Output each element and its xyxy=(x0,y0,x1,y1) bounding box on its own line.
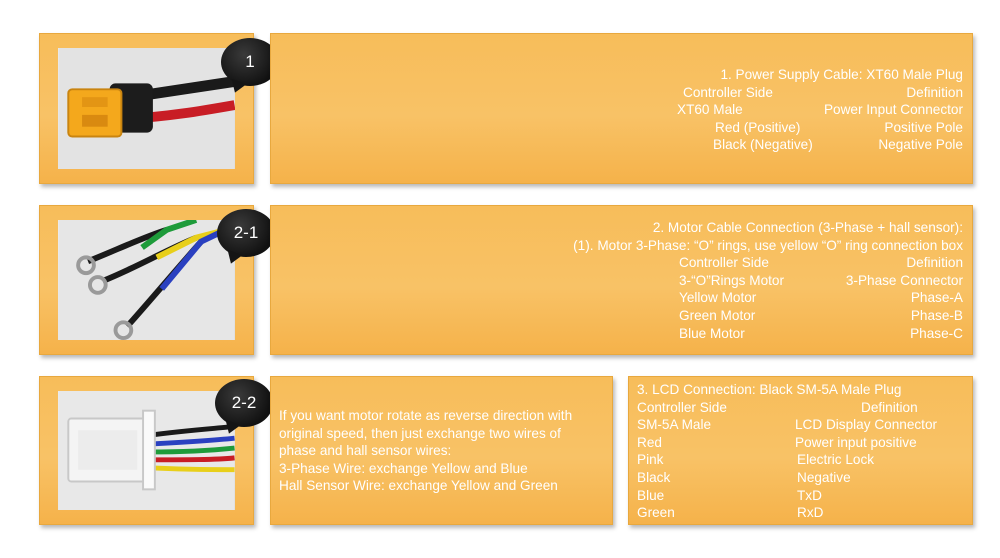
step-badge-2-2: 2-2 xyxy=(215,379,273,427)
table-row: Blue TxD xyxy=(637,487,937,505)
table-cell: RxD xyxy=(797,505,824,521)
table-row: Controller Side Definition xyxy=(677,84,963,102)
hall-connector-photo xyxy=(58,391,235,510)
table-cell: Controller Side xyxy=(683,84,773,100)
reverse-direction-note-panel: If you want motor rotate as reverse dire… xyxy=(270,376,613,525)
lcd-connection-panel: 3. LCD Connection: Black SM-5A Male Plug… xyxy=(628,376,973,525)
lcd-connection-title: 3. LCD Connection: Black SM-5A Male Plug xyxy=(637,382,902,397)
table-row: Controller Side Definition xyxy=(573,254,963,272)
table-cell: Negative Pole xyxy=(878,137,963,153)
note-line: If you want motor rotate as reverse dire… xyxy=(279,408,573,423)
table-row: Green Motor Phase-B xyxy=(573,307,963,325)
xt60-plug-illustration xyxy=(58,48,235,169)
step-badge-1: 1 xyxy=(221,38,279,86)
note-line: phase and hall sensor wires: xyxy=(279,443,452,459)
table-cell: Red xyxy=(637,434,662,450)
reverse-direction-note: If you want motor rotate as reverse dire… xyxy=(279,407,572,495)
table-cell: Green Motor xyxy=(679,307,756,323)
lcd-connection-table: 3. LCD Connection: Black SM-5A Male Plug… xyxy=(637,381,937,522)
table-row: Blue Motor Phase-C xyxy=(573,325,963,343)
table-row: XT60 Male Power Input Connector xyxy=(677,101,963,119)
table-cell: XT60 Male xyxy=(677,102,743,118)
power-supply-title: 1. Power Supply Cable: XT60 Male Plug xyxy=(720,67,963,82)
table-cell: Definition xyxy=(906,84,963,100)
photo-panel-motor-rings: 2-1 xyxy=(39,205,275,355)
table-cell: 3-Phase Connector xyxy=(845,272,963,288)
note-line: Hall Sensor Wire: exchange Yellow and Gr… xyxy=(279,478,558,494)
motor-cable-title: 2. Motor Cable Connection (3-Phase + hal… xyxy=(652,220,963,235)
table-cell: SM-5A Male xyxy=(637,417,712,433)
table-cell: TxD xyxy=(797,487,822,503)
table-row: Yellow Motor Phase-A xyxy=(573,289,963,307)
motor-rings-illustration xyxy=(58,220,235,340)
photo-panel-xt60: 1 xyxy=(39,33,279,184)
table-row: Controller Side Definition xyxy=(637,399,937,417)
table-cell: 3-“O”Rings Motor xyxy=(679,272,784,288)
power-supply-info-panel: 1. Power Supply Cable: XT60 Male Plug Co… xyxy=(270,33,973,184)
hall-connector-illustration xyxy=(58,391,235,510)
table-cell: Controller Side xyxy=(679,255,769,271)
table-cell: Black (Negative) xyxy=(713,137,813,153)
table-row: Red (Positive) Positive Pole xyxy=(677,119,963,137)
table-cell: Controller Side xyxy=(637,399,727,415)
table-cell: Phase-B xyxy=(910,307,963,323)
table-cell: Black xyxy=(637,469,671,485)
power-supply-table: 1. Power Supply Cable: XT60 Male Plug Co… xyxy=(677,66,963,154)
step-badge-2-1: 2-1 xyxy=(217,209,275,257)
table-row: Red Power input positive xyxy=(637,434,937,452)
table-row: Black Negative xyxy=(637,469,937,487)
table-cell: Definition xyxy=(861,399,918,415)
table-cell: LCD Display Connector xyxy=(795,417,938,433)
table-cell: Power input positive xyxy=(795,434,917,450)
table-row: Green RxD xyxy=(637,504,937,522)
motor-3-phase-subtitle: (1). Motor 3-Phase: “O” rings, use yello… xyxy=(573,237,963,253)
table-cell: Electric Lock xyxy=(797,452,875,468)
table-cell: Green xyxy=(637,505,675,521)
table-row: Black (Negative) Negative Pole xyxy=(677,136,963,154)
table-cell: Blue xyxy=(637,487,665,503)
table-cell: Definition xyxy=(906,255,963,271)
table-row: 3-“O”Rings Motor 3-Phase Connector xyxy=(573,272,963,290)
table-cell: Negative xyxy=(797,469,851,485)
note-line: original speed, then just exchange two w… xyxy=(279,425,561,441)
motor-rings-photo xyxy=(58,220,235,340)
table-cell: Phase-C xyxy=(910,325,963,341)
table-row: Pink Electric Lock xyxy=(637,451,937,469)
motor-cable-info-panel: 2. Motor Cable Connection (3-Phase + hal… xyxy=(270,205,973,355)
table-row: SM-5A Male LCD Display Connector xyxy=(637,416,937,434)
table-cell: Positive Pole xyxy=(884,119,963,135)
table-cell: Red (Positive) xyxy=(715,119,801,135)
table-cell: Blue Motor xyxy=(679,325,745,341)
table-cell: Power Input Connector xyxy=(823,102,963,118)
xt60-plug-photo xyxy=(58,48,235,169)
table-cell: Phase-A xyxy=(910,290,963,306)
photo-panel-hall-connector: 2-2 xyxy=(39,376,273,525)
table-cell: Yellow Motor xyxy=(679,290,757,306)
motor-cable-table: 2. Motor Cable Connection (3-Phase + hal… xyxy=(573,219,963,342)
table-cell: Pink xyxy=(637,452,664,468)
note-line: 3-Phase Wire: exchange Yellow and Blue xyxy=(279,460,528,476)
